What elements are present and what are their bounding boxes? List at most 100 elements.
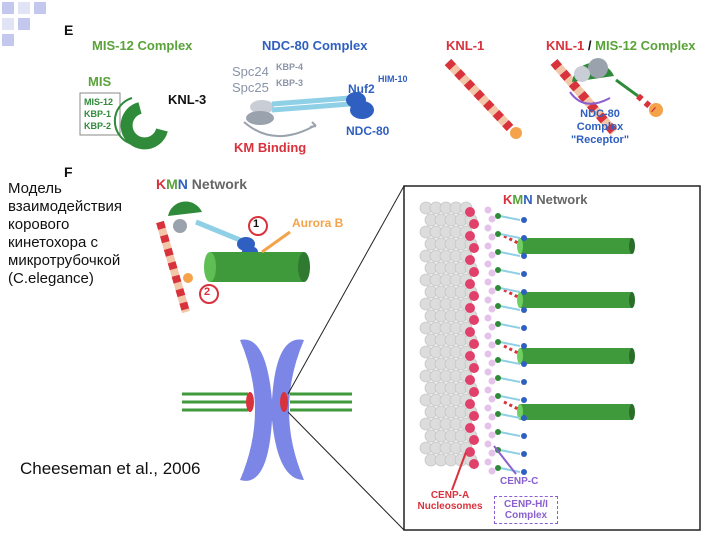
mis12-bead (495, 231, 501, 237)
mis-box-line: KBP-1 (84, 109, 112, 119)
cenp-hi-line: CENP-H/I (504, 499, 548, 510)
ndc80-head (521, 451, 527, 457)
zoom-line-top (287, 185, 405, 395)
microtubule (520, 292, 632, 308)
ndc80-head (521, 217, 527, 223)
cenp-hi-bead (488, 269, 496, 277)
ndc80-head (521, 235, 527, 241)
ndc80-complex-shape (243, 92, 374, 138)
ndc80-strand (499, 467, 521, 473)
cenp-hi-bead (484, 206, 492, 214)
cenp-hi-bead (484, 260, 492, 268)
ndc80-head (521, 253, 527, 259)
kbp4-label: KBP-4 (276, 62, 304, 72)
cenp-a-nucleosome (465, 447, 475, 457)
cenp-hi-bead (488, 395, 496, 403)
step-2-circle (199, 284, 219, 304)
mis-box-line: MIS-12 (84, 97, 114, 107)
cenp-a-nucleosome (465, 375, 475, 385)
cenp-hi-line: Complex (504, 510, 548, 521)
aurora-b-arrow (261, 230, 291, 254)
nuf2-label: Nuf2 (348, 82, 375, 96)
ndc80-strand (499, 431, 521, 437)
cenp-a-nucleosome (469, 411, 479, 421)
knl3-label: KNL-3 (168, 92, 207, 107)
kmn-n: N (177, 176, 188, 192)
cenp-a-label: CENP-A Nucleosomes (414, 490, 486, 512)
cenp-a-nucleosome (469, 219, 479, 229)
ndc80-strand (499, 377, 521, 383)
header-knl1-mis12-b: MIS-12 Complex (595, 38, 696, 53)
cenp-a-nucleosome (469, 339, 479, 349)
microtubule-end (629, 348, 635, 364)
spc24-label: Spc24 (232, 64, 269, 79)
cenp-a-nucleosome (469, 291, 479, 301)
zoom-frame (403, 185, 701, 531)
ndc80-strand (499, 287, 521, 293)
ndc80-head (521, 343, 527, 349)
ndc80-head (521, 415, 527, 421)
ndc80-strand (499, 341, 521, 347)
mis12-bead (495, 357, 501, 363)
cenp-a-nucleosome (465, 351, 475, 361)
kmn-rest: Network (187, 176, 248, 192)
ndc80-strand (499, 269, 521, 275)
cenp-a-nucleosome (469, 459, 479, 469)
citation: Cheeseman et al., 2006 (20, 459, 201, 478)
cenp-hi-bead (488, 215, 496, 223)
cenp-hi-bead (484, 296, 492, 304)
cenp-a-nucleosome (469, 267, 479, 277)
ndc80-strand (499, 413, 521, 419)
cenp-hi-bead (488, 341, 496, 349)
ndc80-strand (499, 323, 521, 329)
cenp-hi-bead (488, 359, 496, 367)
mis12-bead (495, 393, 501, 399)
model-description: Модель взаимодействия корового кинетохор… (8, 180, 123, 287)
step-1-circle (248, 216, 268, 236)
knl3-shape (113, 97, 168, 150)
mis12-bead (495, 375, 501, 381)
microtubule-end (517, 404, 523, 420)
chromosome (182, 339, 352, 481)
cenp-hi-bead (488, 251, 496, 259)
knl1-mis12-complex (550, 58, 663, 135)
ndc80-head (521, 379, 527, 385)
cenp-a-nucleosome (465, 399, 475, 409)
km-binding-label: KM Binding (234, 140, 307, 155)
cenp-c-arrow (493, 445, 517, 475)
knl1-strand (503, 288, 521, 300)
microtubule-single (204, 252, 310, 282)
ndc80-strand (499, 359, 521, 365)
ndc80-strand (499, 449, 521, 455)
cenp-hi-bead (484, 404, 492, 412)
ndc80-label: NDC-80 (346, 124, 390, 138)
cenp-hi-bead (488, 305, 496, 313)
him10-label: HIM-10 (378, 74, 408, 84)
ndc80-strand (499, 395, 521, 401)
microtubule-end (517, 238, 523, 254)
cenp-a-nucleosome (469, 435, 479, 445)
step-2-label: 2 (204, 286, 211, 298)
cenp-hi-bead (484, 242, 492, 250)
mis12-bead (495, 213, 501, 219)
kmn-network-single (156, 201, 258, 314)
cenp-hi-bead (488, 449, 496, 457)
cenp-a-arrow (451, 451, 467, 491)
ndc80-head (521, 469, 527, 475)
cenp-a-nucleosome (465, 231, 475, 241)
cenp-hi-bead (488, 377, 496, 385)
panel-e-letter: E (64, 22, 74, 38)
receptor-line: NDC-80 (580, 108, 620, 120)
receptor-line: Complex (576, 121, 624, 133)
microtubule-end (629, 404, 635, 420)
mis12-bead (495, 339, 501, 345)
cenp-hi-bead (484, 440, 492, 448)
mis-box (79, 92, 121, 136)
ndc80-head (521, 325, 527, 331)
kmn-rest: Network (532, 192, 588, 207)
kmn-k: K (503, 192, 513, 207)
mis12-bead (495, 267, 501, 273)
ndc80-strand (499, 233, 521, 239)
cenp-hi-bead (484, 368, 492, 376)
cenp-a-nucleosome (465, 207, 475, 217)
